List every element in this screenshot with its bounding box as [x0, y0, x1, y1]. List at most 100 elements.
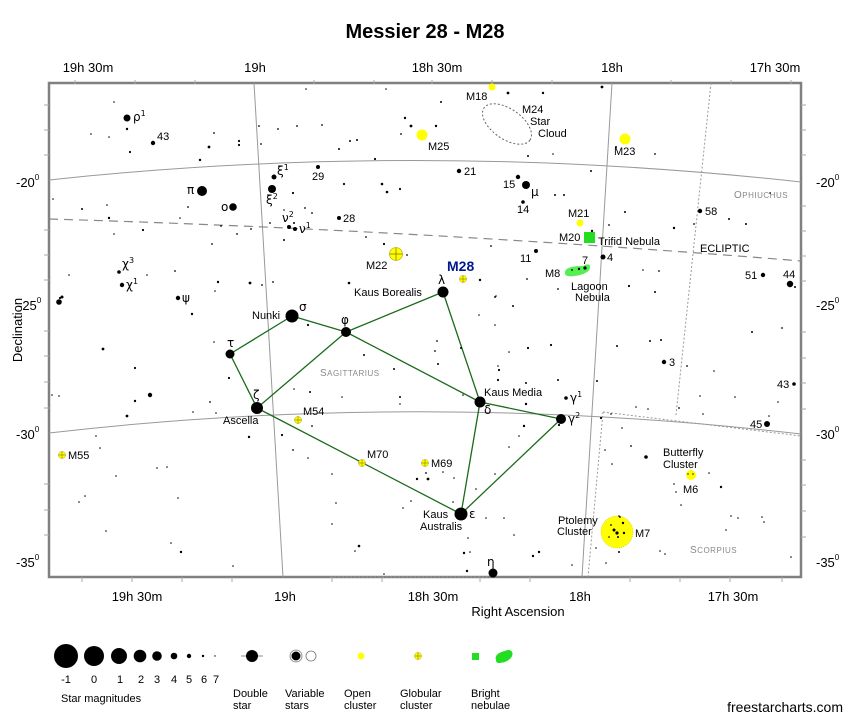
open-cluster-m23: [619, 133, 631, 145]
legend: -1 0 1 2 3 4 5 6 7 Star magnitudes Doubl…: [54, 644, 513, 712]
label-m7: M7: [635, 528, 650, 540]
label-delta: δ: [484, 403, 491, 417]
constellation-boundaries: [330, 82, 802, 578]
svg-text:5: 5: [186, 674, 192, 686]
label-15: 15: [503, 179, 515, 191]
label-tau: τ: [227, 336, 234, 350]
svg-text:4: 4: [171, 674, 177, 686]
label-3: 3: [669, 357, 675, 369]
label-nu1: ν1: [299, 221, 311, 236]
constellation-name-sagittarius: SAGITTARIUS: [320, 368, 380, 379]
m24-name-line2: Cloud: [538, 128, 567, 140]
globular-cluster-m70: [358, 459, 366, 467]
butterfly-cluster-line2: Cluster: [663, 459, 698, 471]
m24-name-line1: Star: [530, 116, 551, 128]
legend-magnitude-dots: [54, 644, 216, 668]
site-credit: freestarcharts.com: [727, 699, 843, 715]
globular-cluster-m54: [294, 416, 302, 424]
label-m70: M70: [367, 449, 388, 461]
label-phi: φ: [341, 313, 349, 327]
label-m23: M23: [614, 146, 635, 158]
ra-tick-label: 18h 30m: [412, 60, 463, 75]
legend-variable-stars-icon: [289, 649, 317, 663]
legend-variable-line2: stars: [285, 700, 309, 712]
label-m55: M55: [68, 450, 89, 462]
ra-axis-top: 19h 30m 19h 18h 30m 18h 17h 30m: [63, 60, 801, 75]
globular-cluster-m22: [389, 247, 403, 261]
globular-cluster-m69: [421, 459, 429, 467]
label-m22: M22: [366, 260, 387, 272]
chart-title: Messier 28 - M28: [346, 21, 505, 43]
label-m20: M20: [559, 232, 580, 244]
legend-nebulae-line1: Bright: [471, 688, 500, 700]
label-lambda: λ: [438, 273, 445, 287]
dec-tick-label: -350: [16, 553, 40, 570]
dec-tick-label: -300: [16, 425, 40, 442]
m8-stars: [571, 266, 587, 271]
ra-tick-label: 19h: [244, 60, 266, 75]
open-cluster-m25: [416, 129, 428, 141]
ra-tick-label: 19h 30m: [63, 60, 114, 75]
legend-globular-line2: cluster: [400, 700, 433, 712]
globular-clusters: [58, 247, 467, 467]
star-ascella: [251, 402, 263, 414]
svg-text:2: 2: [138, 674, 144, 686]
legend-magnitudes-title: Star magnitudes: [61, 693, 142, 705]
faint-stars: [51, 85, 796, 575]
ra-tick-label: 17h 30m: [708, 589, 759, 604]
legend-globular-cluster-icon: [414, 652, 422, 660]
dec-tick-label: -200: [816, 173, 840, 190]
m24-star-cloud-outline: [482, 103, 532, 145]
constellation-name-ophiuchus: OPHIUCHUS: [734, 190, 788, 201]
globular-cluster-m28: [459, 275, 467, 283]
label-ascella: Ascella: [223, 415, 259, 427]
label-43-left: 43: [157, 131, 169, 143]
dec-tick-label: -250: [18, 296, 42, 313]
label-psi: ψ: [182, 291, 190, 305]
nebula-m20-trifid: [584, 232, 595, 243]
star-nunki: [285, 309, 299, 323]
label-44: 44: [783, 269, 795, 281]
m20-star: [590, 229, 594, 233]
legend-globular-line1: Globular: [400, 688, 442, 700]
svg-text:1: 1: [117, 674, 123, 686]
label-21: 21: [464, 166, 476, 178]
m7-member-stars: [608, 473, 694, 553]
legend-double-line2: star: [233, 700, 252, 712]
legend-nebulae-line2: nebulae: [471, 700, 510, 712]
ra-tick-label: 18h: [601, 60, 623, 75]
label-28: 28: [343, 213, 355, 225]
butterfly-cluster-line1: Butterfly: [663, 447, 704, 459]
ra-tick-label: 19h 30m: [112, 589, 163, 604]
star-gamma2: [556, 414, 566, 424]
star-kaus-borealis: [437, 286, 449, 298]
label-29: 29: [312, 171, 324, 183]
highlight-m28-label: M28: [447, 258, 474, 274]
open-cluster-m21: [576, 219, 584, 227]
ra-tick-label: 18h 30m: [408, 589, 459, 604]
label-kaus-australis-line2: Australis: [420, 521, 463, 533]
ra-tick-label: 18h: [569, 589, 591, 604]
label-4: 4: [607, 252, 613, 264]
label-epsilon: ε: [469, 507, 476, 521]
label-14: 14: [517, 204, 529, 216]
label-sigma: σ: [299, 300, 307, 314]
ptolemy-cluster-line2: Cluster: [557, 526, 592, 538]
label-7: 7: [582, 255, 588, 267]
dec-tick-label: -350: [816, 553, 840, 570]
legend-open-cluster-icon: [357, 652, 365, 660]
label-43-right: 43: [777, 379, 789, 391]
plot-frame: [47, 81, 803, 579]
svg-text:-1: -1: [61, 674, 71, 686]
dec-axis-title: Declination: [10, 298, 25, 362]
label-xi2: ξ2: [266, 192, 278, 207]
legend-open-line1: Open: [344, 688, 371, 700]
ecliptic-line: [48, 218, 802, 262]
label-m25: M25: [428, 141, 449, 153]
label-m21: M21: [568, 208, 589, 220]
bright-stars: [225, 286, 566, 578]
label-eta: η: [487, 555, 495, 569]
label-51: 51: [745, 270, 757, 282]
ra-axis-title: Right Ascension: [471, 604, 564, 619]
